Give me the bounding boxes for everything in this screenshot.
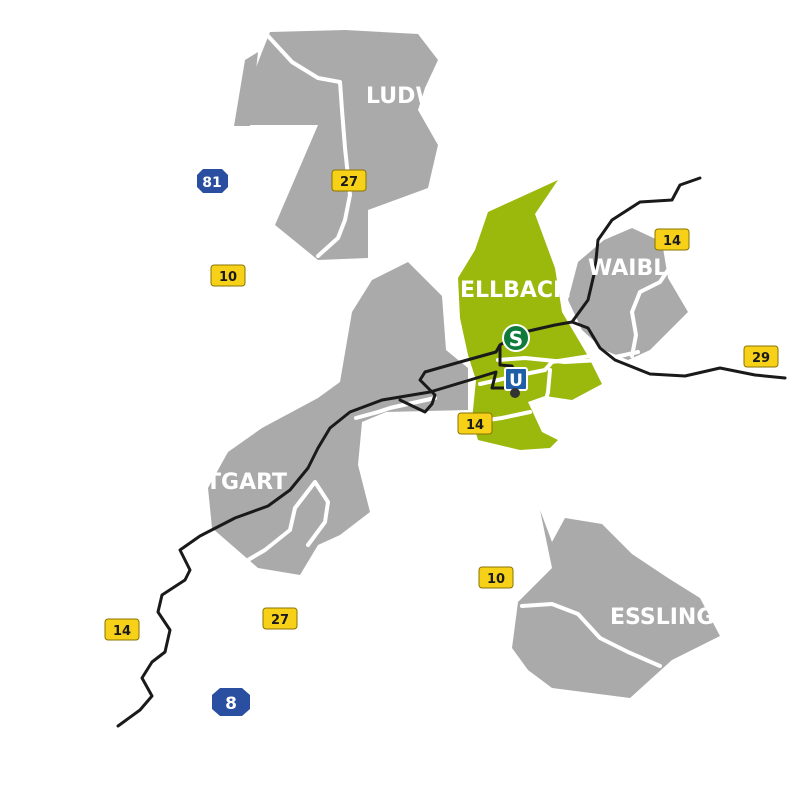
road-badge-14-east: 14 xyxy=(654,228,690,251)
svg-text:27: 27 xyxy=(271,613,289,628)
city-label-fellbach: ELLBACH xyxy=(460,278,571,303)
svg-text:81: 81 xyxy=(202,175,221,191)
svg-text:10: 10 xyxy=(487,572,505,587)
u-bahn-station[interactable]: U xyxy=(504,367,528,391)
svg-text:10: 10 xyxy=(219,270,237,285)
road-badge-10-south: 10 xyxy=(478,566,514,589)
city-label-stuttgart: TGART xyxy=(206,470,287,495)
railway-north xyxy=(570,176,702,324)
svg-text:14: 14 xyxy=(113,624,131,639)
road-badge-29: 29 xyxy=(743,345,779,368)
railway-branch xyxy=(398,343,502,414)
city-label-ludwigsburg: LUDW xyxy=(366,84,440,109)
region-esslingen[interactable] xyxy=(512,510,720,698)
svg-text:27: 27 xyxy=(340,175,358,190)
motorway-badge-81: 81 xyxy=(197,169,228,193)
region-ludwigsburg[interactable] xyxy=(245,30,438,260)
city-label-waiblingen: WAIBL xyxy=(588,256,667,281)
road-badge-27-north: 27 xyxy=(331,169,367,192)
svg-text:8: 8 xyxy=(225,694,237,714)
u-bahn-letter: U xyxy=(509,371,523,391)
road-badge-14-southwest: 14 xyxy=(104,618,140,641)
city-label-esslingen: ESSLING xyxy=(610,605,714,630)
station-dot xyxy=(510,388,520,398)
s-bahn-letter: S xyxy=(509,327,523,351)
road-badge-10-west: 10 xyxy=(210,264,246,287)
s-bahn-icon xyxy=(502,324,530,352)
region-ludwigsburg-west[interactable] xyxy=(234,52,258,126)
road-badge-27-south: 27 xyxy=(262,607,298,630)
svg-text:14: 14 xyxy=(663,234,681,249)
svg-text:29: 29 xyxy=(752,351,770,366)
s-bahn-station[interactable]: S xyxy=(502,324,530,352)
region-waiblingen[interactable] xyxy=(568,228,688,360)
motorway-badge-8: 8 xyxy=(212,688,250,716)
railway-line xyxy=(116,320,787,728)
road-badge-14-center: 14 xyxy=(457,412,493,435)
region-stuttgart[interactable] xyxy=(208,262,468,575)
svg-text:14: 14 xyxy=(466,418,484,433)
road-network xyxy=(246,34,670,668)
